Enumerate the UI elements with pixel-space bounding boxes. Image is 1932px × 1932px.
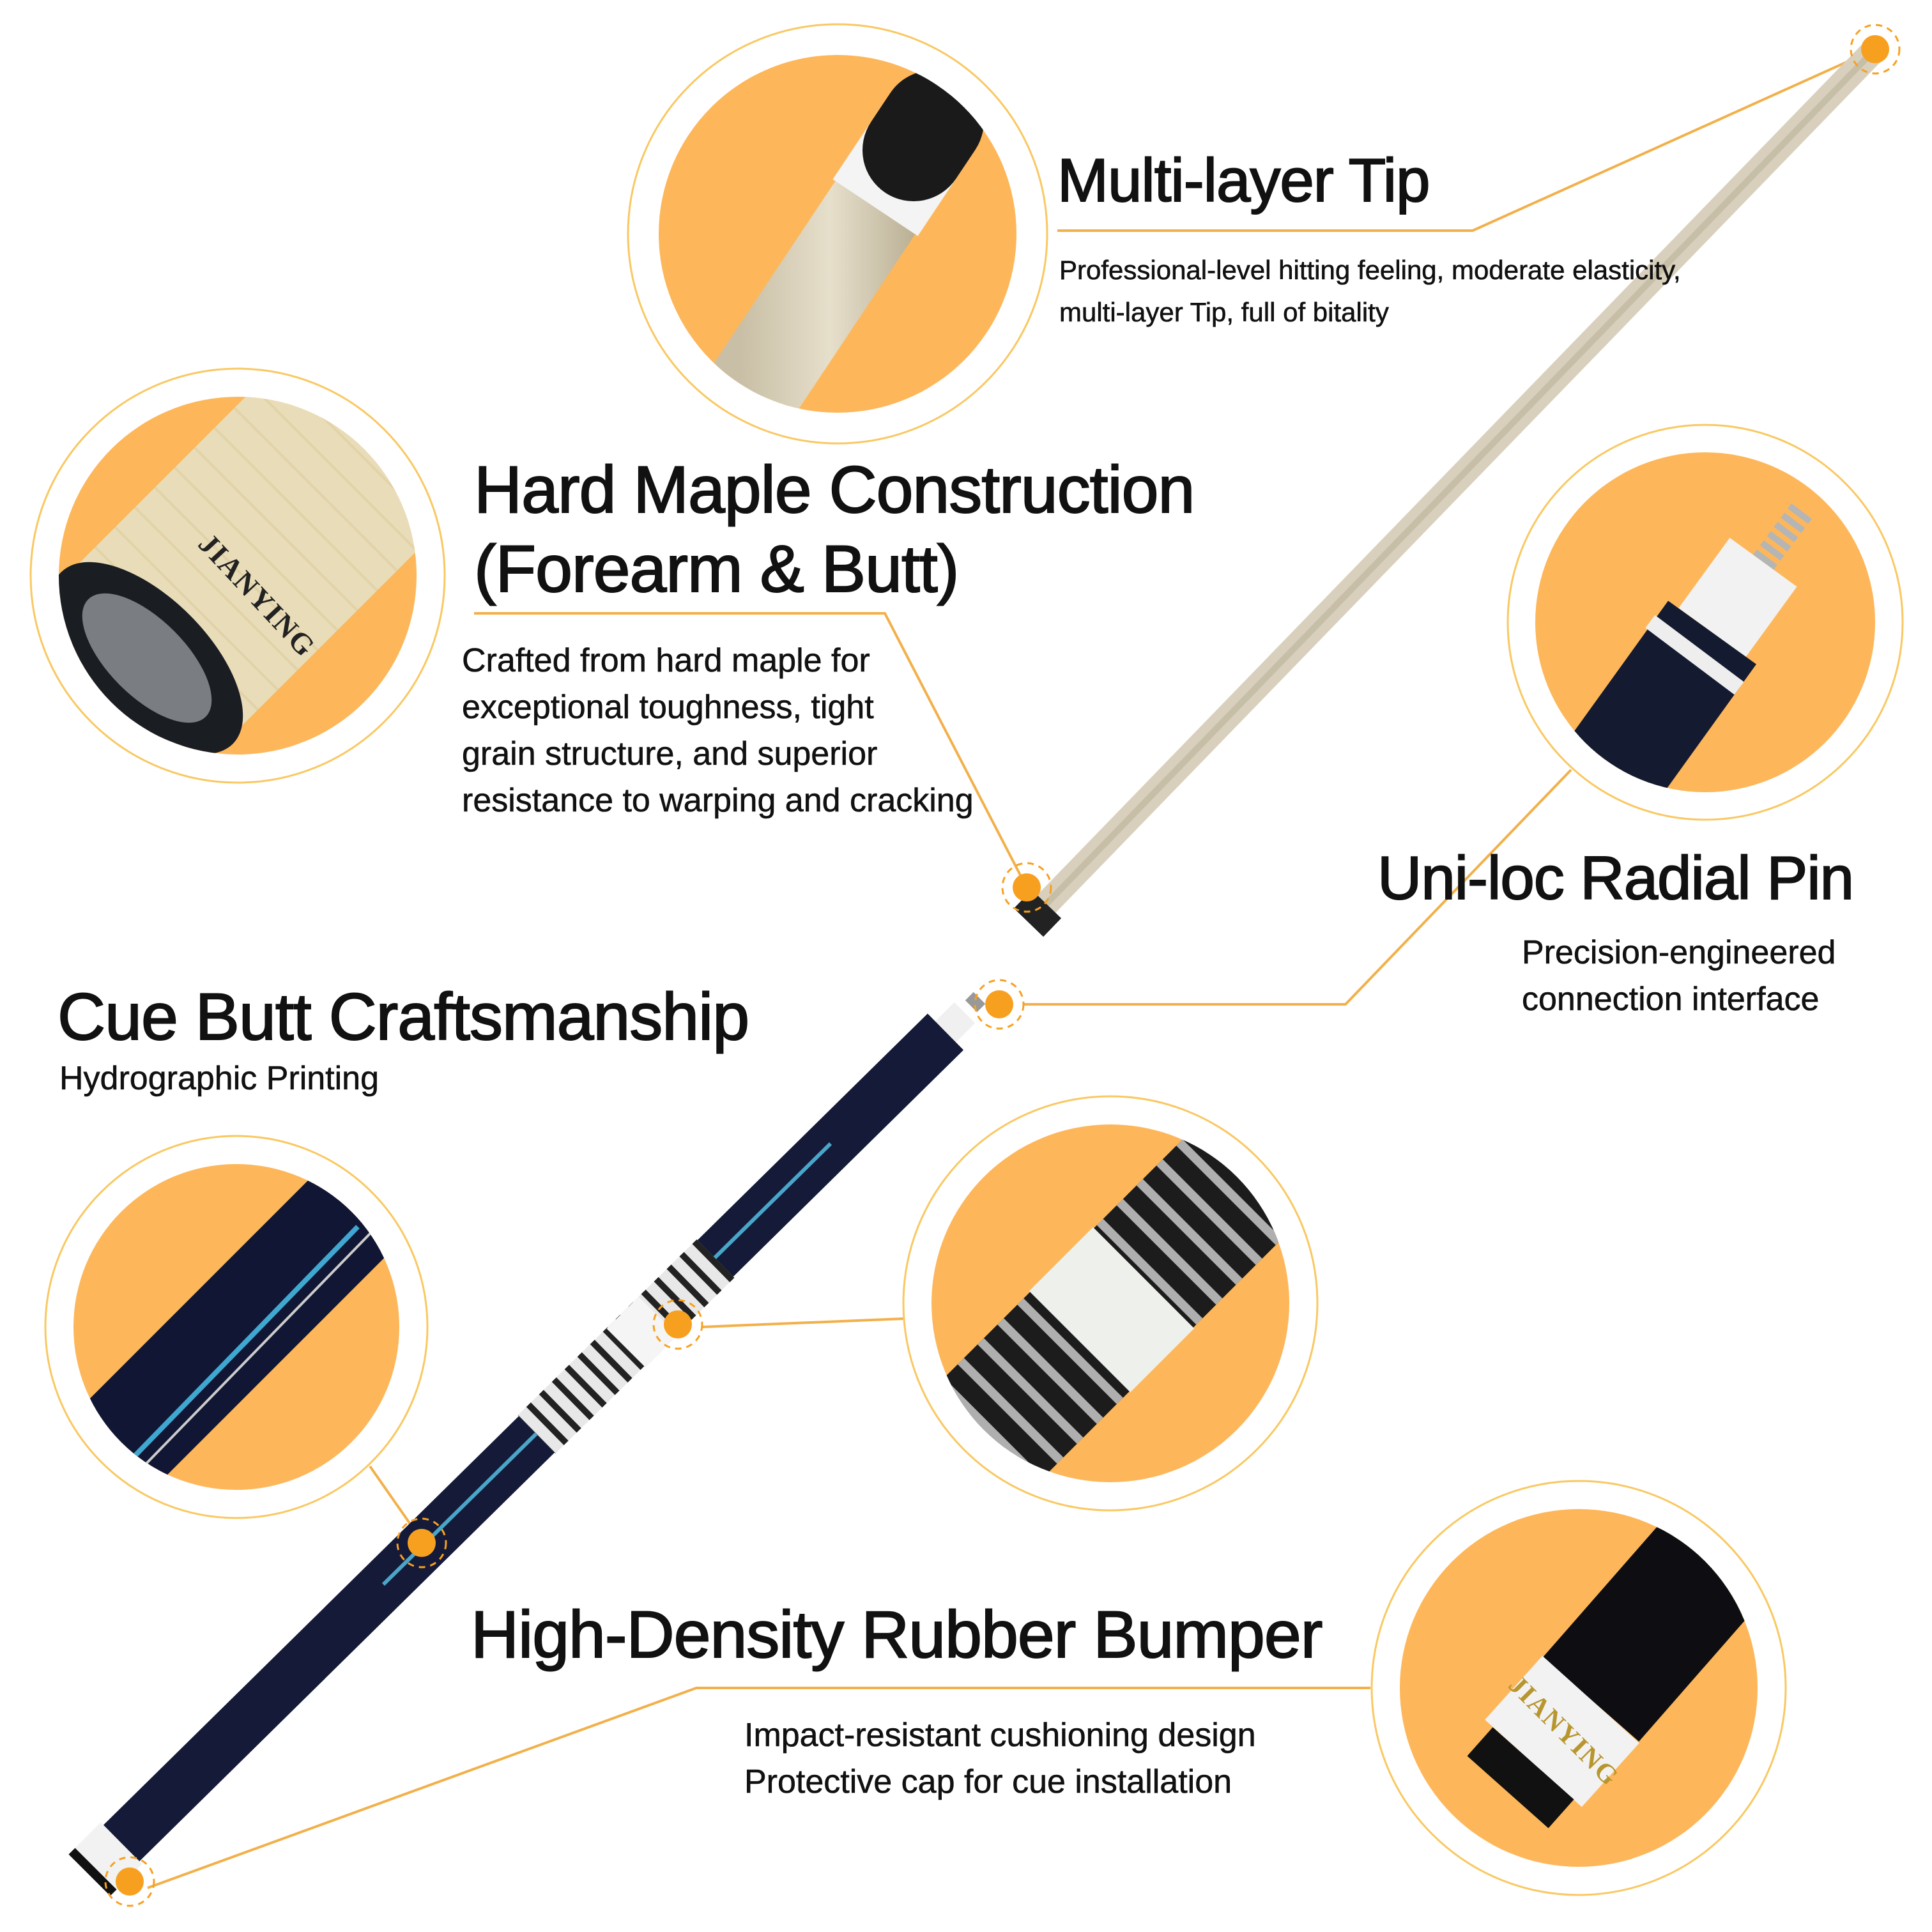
maple-desc-line: Crafted from hard maple for [462, 642, 870, 680]
tip-description: Professional-level hitting feeling, mode… [1059, 249, 1681, 334]
callout-dots [104, 24, 1901, 1907]
leader-butt [369, 1465, 414, 1529]
pin-desc-line: connection interface [1522, 981, 1820, 1018]
maple-desc-line: resistance to warping and cracking [462, 782, 974, 820]
butt-detail-circle [44, 1135, 429, 1519]
pin-description: Precision-engineered connection interfac… [1522, 930, 1836, 1023]
dot-butt [396, 1517, 447, 1568]
bumper-detail-circle: JIANYING [1370, 1480, 1787, 1896]
butt-title: Cue Butt Craftsmanship [57, 979, 750, 1055]
dot-pin [974, 979, 1025, 1030]
maple-detail-circle: JIANYING [29, 367, 446, 784]
leader-lines [147, 48, 1876, 1889]
cue-butt [68, 992, 986, 1896]
leader-maple [474, 612, 1028, 888]
maple-desc-line: exceptional toughness, tight [462, 689, 874, 726]
tip-title: Multi-layer Tip [1057, 146, 1430, 215]
bumper-description: Impact-resistant cushioning design Prote… [744, 1712, 1256, 1805]
pin-desc-line: Precision-engineered [1522, 934, 1836, 972]
maple-title: Hard Maple Construction (Forearm & Butt) [473, 450, 1195, 609]
leader-pin [1023, 769, 1572, 1006]
maple-desc-line: grain structure, and superior [462, 735, 878, 773]
butt-subtitle: Hydrographic Printing [59, 1060, 379, 1098]
leader-bumper [147, 1687, 1370, 1889]
maple-description: Crafted from hard maple for exceptional … [462, 638, 974, 824]
dot-bumper [104, 1856, 155, 1907]
tip-detail-circle [627, 23, 1048, 445]
maple-title-line: Hard Maple Construction [473, 452, 1195, 528]
pin-detail-circle [1506, 424, 1904, 821]
pin-title: Uni-loc Radial Pin [1377, 843, 1855, 913]
maple-title-line: (Forearm & Butt) [473, 532, 960, 607]
leader-mid [702, 1317, 904, 1328]
bumper-desc-line: Impact-resistant cushioning design [744, 1717, 1256, 1754]
bumper-desc-line: Protective cap for cue installation [744, 1763, 1232, 1801]
dot-maple [1001, 862, 1052, 913]
dot-tip [1850, 24, 1901, 75]
leader-tip [1057, 48, 1876, 232]
bumper-title: High-Density Rubber Bumper [470, 1597, 1323, 1673]
dot-mid [652, 1299, 703, 1350]
tip-desc-line: Professional-level hitting feeling, mode… [1059, 255, 1681, 286]
tip-desc-line: multi-layer Tip, full of bitality [1059, 297, 1389, 328]
mid-detail-circle [902, 1095, 1319, 1512]
cue-shaft [1013, 36, 1888, 937]
